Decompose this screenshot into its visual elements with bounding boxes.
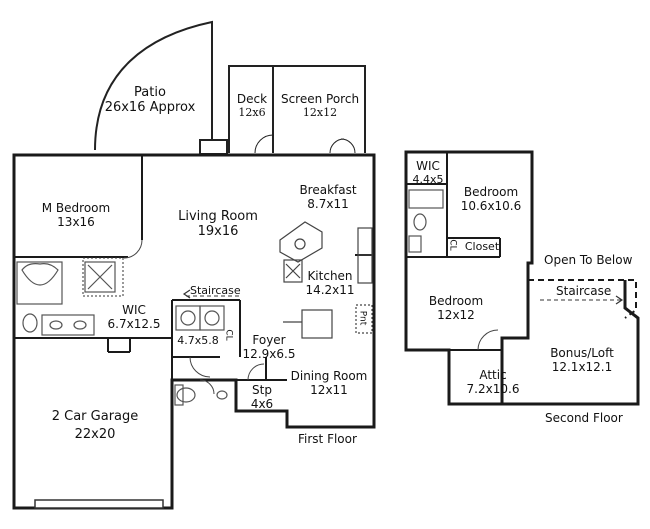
bedroom-2-label: Bedroom 12x12	[420, 294, 492, 323]
living-room-name: Living Room	[178, 209, 258, 224]
foyer-dims: 12.9x6.5	[242, 346, 296, 361]
kitchen-name: Kitchen	[307, 269, 353, 283]
second-wic-name: WIC	[416, 159, 440, 173]
door-swings	[123, 239, 265, 395]
screen-porch-dims: 12x12	[302, 105, 338, 119]
deck-label: Deck 12x6	[230, 92, 274, 119]
attic-label: Attic 7.2x10.6	[456, 368, 530, 397]
pantry-label: Pnt	[357, 310, 368, 326]
bonus-loft-dims: 12.1x12.1	[551, 359, 613, 374]
foyer-label: Foyer 12.9x6.5	[236, 333, 302, 362]
second-wic-label: WIC 4.4x5	[410, 159, 446, 186]
first-floor-stairs	[82, 257, 240, 299]
m-bedroom-name: M Bedroom	[41, 201, 111, 215]
second-floor-exterior-walls	[404, 150, 534, 406]
bedroom-2-dims: 12x12	[437, 307, 475, 322]
garage-name: 2 Car Garage	[51, 409, 139, 424]
deck-dims: 12x6	[238, 105, 266, 119]
second-floor-bath-fixtures	[408, 189, 444, 253]
laundry-label: 4.7x5.8	[172, 334, 224, 348]
bedroom-2-name: Bedroom	[428, 294, 484, 308]
second-floor-staircase-label: Staircase	[556, 284, 612, 298]
dining-room-name: Dining Room	[290, 369, 368, 383]
bedroom-1-name: Bedroom	[463, 185, 519, 199]
second-wic-dims: 4.4x5	[412, 172, 444, 186]
wic-label: WIC 6.7x12.5	[100, 303, 168, 332]
bonus-loft-name: Bonus/Loft	[550, 346, 614, 360]
wic-name: WIC	[122, 303, 146, 317]
garage-label: 2 Car Garage 22x20	[40, 408, 150, 444]
bedroom-1-dims: 10.6x10.6	[460, 198, 522, 213]
m-bedroom-label: M Bedroom 13x16	[28, 201, 124, 230]
first-floor-staircase-label: Staircase	[190, 284, 241, 297]
deck-name: Deck	[236, 92, 268, 106]
patio-step	[199, 139, 228, 155]
kitchen-dims: 14.2x11	[305, 282, 355, 297]
stp-name: Stp	[252, 383, 272, 397]
kitchen-features	[279, 221, 373, 339]
breakfast-label: Breakfast 8.7x11	[290, 183, 366, 212]
patio-dims: 26x16 Approx	[104, 99, 196, 115]
half-bath-fixtures	[174, 384, 228, 406]
foyer-name: Foyer	[252, 333, 286, 347]
patio-name: Patio	[134, 85, 166, 100]
bonus-loft-label: Bonus/Loft 12.1x12.1	[540, 346, 624, 375]
second-floor-cl-label: CL	[447, 239, 458, 251]
master-bath-fixtures	[16, 261, 116, 336]
stp-dims: 4x6	[250, 396, 274, 411]
wic-dims: 6.7x12.5	[107, 316, 161, 331]
breakfast-name: Breakfast	[299, 183, 357, 197]
deck-porch-walls	[228, 65, 366, 154]
patio-outline	[94, 20, 213, 151]
second-floor-stairs	[540, 295, 624, 305]
garage-door	[34, 499, 164, 509]
patio-label: Patio 26x16 Approx	[95, 85, 205, 116]
living-room-label: Living Room 19x16	[172, 209, 264, 240]
first-floor-closet-label: CL	[223, 329, 234, 341]
breakfast-dims: 8.7x11	[307, 196, 349, 211]
first-floor-caption: First Floor	[298, 432, 357, 446]
screen-porch-label: Screen Porch 12x12	[275, 92, 365, 119]
laundry-fixtures	[175, 305, 225, 331]
garage-dims: 22x20	[74, 427, 116, 443]
first-floor-interior-walls	[14, 155, 374, 381]
open-to-below-dashed	[528, 279, 637, 319]
second-floor-closet-label: Closet	[464, 240, 500, 253]
living-room-dims: 19x16	[197, 223, 239, 239]
open-to-below-label: Open To Below	[544, 253, 633, 267]
laundry-dims: 4.7x5.8	[177, 334, 219, 347]
second-floor-interior-walls	[406, 152, 502, 351]
stp-label: Stp 4x6	[240, 383, 284, 412]
bedroom-1-label: Bedroom 10.6x10.6	[452, 185, 530, 214]
attic-name: Attic	[479, 368, 507, 382]
dining-room-label: Dining Room 12x11	[286, 369, 372, 398]
kitchen-label: Kitchen 14.2x11	[300, 269, 360, 298]
attic-dims: 7.2x10.6	[466, 381, 520, 396]
dining-room-dims: 12x11	[310, 382, 348, 397]
screen-porch-name: Screen Porch	[280, 92, 360, 106]
second-floor-caption: Second Floor	[545, 411, 623, 425]
bonus-loft-walls	[502, 280, 640, 406]
m-bedroom-dims: 13x16	[57, 214, 95, 229]
